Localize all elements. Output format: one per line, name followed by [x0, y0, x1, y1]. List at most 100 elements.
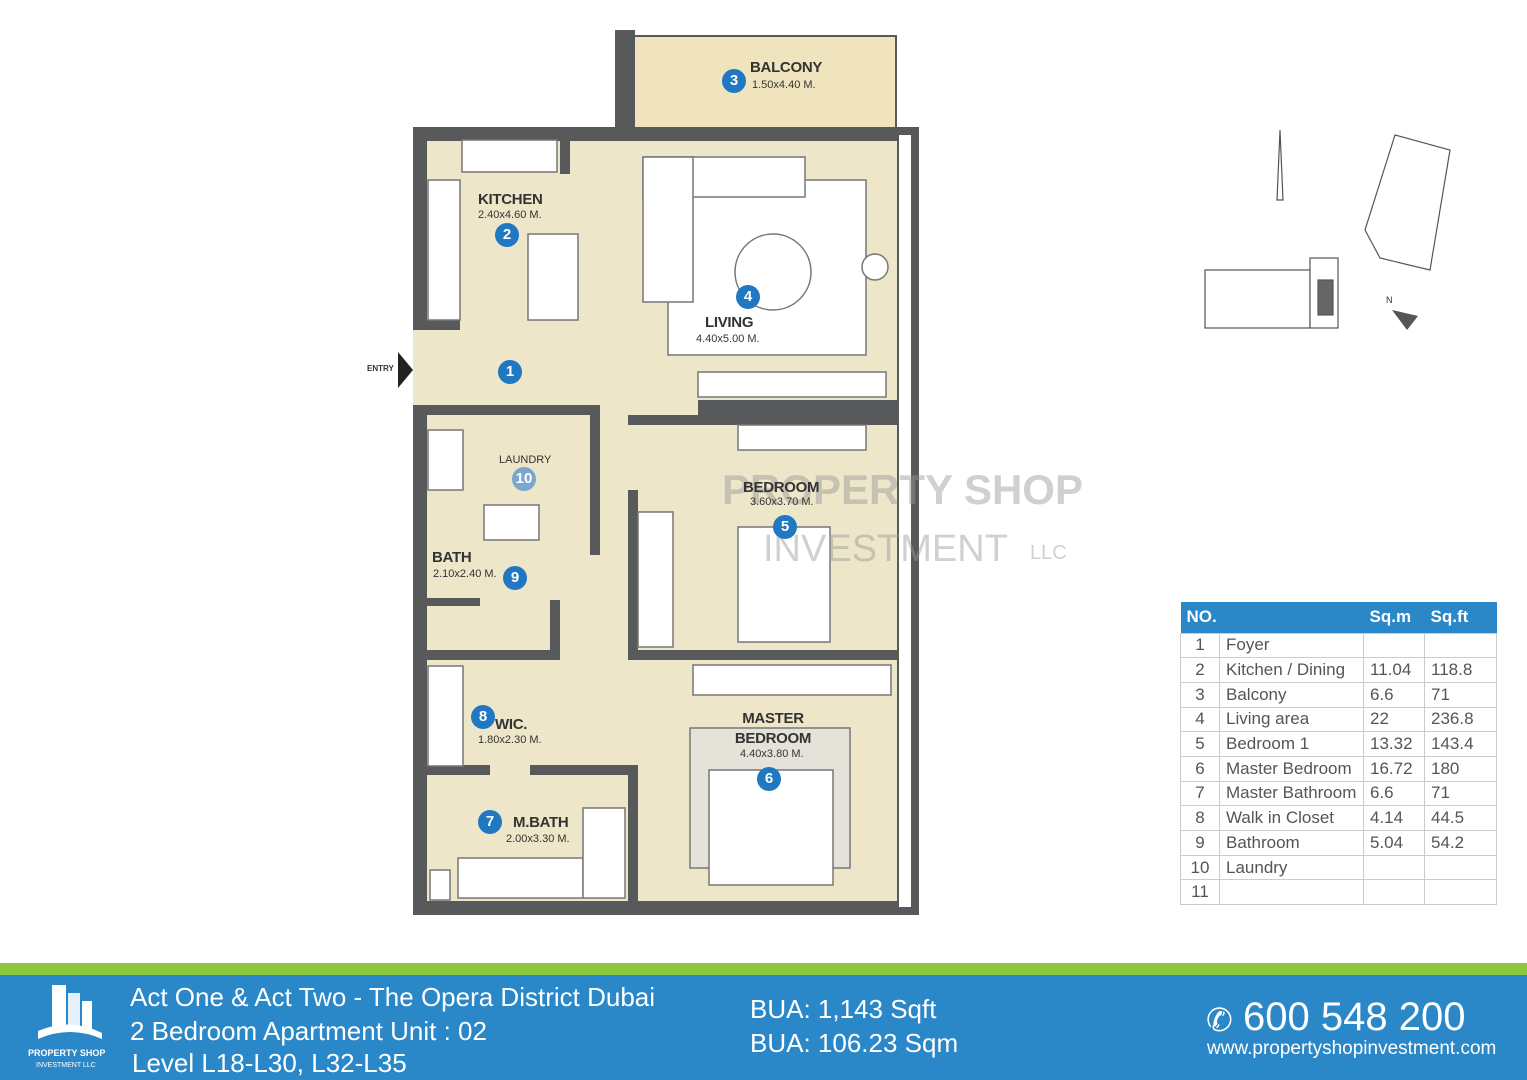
row-sqm: 16.72	[1363, 755, 1425, 782]
room-name-bath: BATH	[432, 549, 472, 566]
row-no: 9	[1180, 830, 1220, 856]
row-sqm: 13.32	[1363, 731, 1425, 757]
row-sqm	[1363, 854, 1425, 881]
room-dims-living: 4.40x5.00 M.	[696, 333, 760, 345]
room-marker-2: 2	[495, 223, 519, 247]
room-marker-5: 5	[773, 515, 797, 539]
row-sqft: 44.5	[1424, 805, 1497, 831]
floor-plan-drawing	[398, 30, 1451, 915]
row-sqm: 6.6	[1363, 780, 1425, 807]
row-sqft	[1424, 854, 1497, 881]
interior-walls	[420, 134, 898, 908]
room-marker-9: 9	[503, 566, 527, 590]
row-no: 11	[1180, 879, 1220, 906]
row-no: 2	[1180, 657, 1220, 683]
room-marker-6: 6	[757, 767, 781, 791]
room-name-living: LIVING	[705, 314, 754, 331]
row-sqm	[1363, 879, 1425, 906]
room-dims-bedroom: 3.60x3.70 M.	[750, 496, 814, 508]
levels: Level L18-L30, L32-L35	[132, 1048, 407, 1078]
row-sqft: 71	[1424, 681, 1497, 708]
row-sqft: 143.4	[1424, 731, 1497, 757]
entry-label: ENTRY	[367, 364, 394, 373]
table-row: 11	[1180, 879, 1497, 906]
footer: PROPERTY SHOP INVESTMENT LLC Act One & A…	[0, 975, 1527, 1080]
bua-sqm: BUA: 106.23 Sqm	[750, 1028, 959, 1058]
website-link[interactable]: www.propertyshopinvestment.com	[1207, 1038, 1497, 1059]
entry-arrow	[398, 352, 413, 388]
row-sqm: 6.6	[1363, 681, 1425, 708]
row-sqm: 22	[1363, 706, 1425, 733]
row-no: 6	[1180, 755, 1220, 782]
north-arrow-icon	[1392, 310, 1418, 330]
phone-icon: ✆	[1206, 1002, 1233, 1038]
room-name-bedroom: BEDROOM	[743, 479, 820, 496]
room-name-balcony: BALCONY	[750, 59, 823, 76]
header-sqm: Sq.m	[1363, 602, 1425, 633]
bua-sqft: BUA: 1,143 Sqft	[750, 994, 937, 1024]
room-marker-7: 7	[478, 810, 502, 834]
project-title: Act One & Act Two - The Opera District D…	[130, 982, 656, 1012]
row-sqm: 11.04	[1363, 657, 1425, 683]
row-sqft: 180	[1424, 755, 1497, 782]
furniture	[427, 139, 892, 901]
row-no: 5	[1180, 731, 1220, 757]
room-marker-4: 4	[736, 285, 760, 309]
row-sqft	[1424, 879, 1497, 906]
row-room: Master Bedroom	[1219, 755, 1364, 782]
room-dims-kitchen: 2.40x4.60 M.	[478, 209, 542, 221]
room-marker-8: 8	[471, 705, 495, 729]
row-room: Laundry	[1219, 854, 1364, 881]
row-room: Master Bathroom	[1219, 780, 1364, 807]
row-no: 3	[1180, 681, 1220, 708]
row-room: Kitchen / Dining	[1219, 657, 1364, 683]
row-room: Living area	[1219, 706, 1364, 733]
room-dims-wic: 1.80x2.30 M.	[478, 734, 542, 746]
key-map	[1204, 129, 1451, 329]
phone-number[interactable]: 600 548 200	[1243, 995, 1466, 1039]
header-room	[1219, 602, 1364, 633]
header-sqft: Sq.ft	[1424, 602, 1497, 633]
row-sqm	[1363, 632, 1425, 659]
row-no: 10	[1180, 854, 1220, 881]
row-sqm: 4.14	[1363, 805, 1425, 831]
room-marker-3: 3	[722, 69, 746, 93]
row-room: Walk in Closet	[1219, 805, 1364, 831]
logo-subtext: INVESTMENT LLC	[36, 1062, 96, 1069]
room-dims-mbath: 2.00x3.30 M.	[506, 833, 570, 845]
row-sqm: 5.04	[1363, 830, 1425, 856]
company-logo-icon	[38, 985, 102, 1039]
watermark: LLC	[1030, 542, 1067, 564]
row-no: 4	[1180, 706, 1220, 733]
watermark: INVESTMENT	[763, 528, 1008, 570]
north-label: N	[1386, 295, 1393, 305]
room-dims-balcony: 1.50x4.40 M.	[752, 79, 816, 91]
room-name-mbath: M.BATH	[513, 814, 569, 831]
row-sqft	[1424, 632, 1497, 659]
room-name-master-bedroom: MASTER BEDROOM	[734, 710, 812, 747]
balcony-area	[627, 35, 897, 129]
room-marker-1: 1	[498, 360, 522, 384]
watermark: PROPERTY SHOP	[722, 466, 1083, 513]
room-dims-bath: 2.10x2.40 M.	[433, 568, 497, 580]
room-name-kitchen: KITCHEN	[478, 191, 543, 208]
room-name-laundry: LAUNDRY	[499, 454, 552, 466]
row-sqft: 71	[1424, 780, 1497, 807]
row-room: Bedroom 1	[1219, 731, 1364, 757]
header-no: NO.	[1180, 602, 1220, 633]
row-sqft: 54.2	[1424, 830, 1497, 856]
room-dims-master-bedroom: 4.40x3.80 M.	[740, 748, 804, 760]
room-name-wic: WIC.	[495, 716, 528, 733]
row-room: Bathroom	[1219, 830, 1364, 856]
room-marker-10: 10	[512, 467, 536, 491]
row-no: 1	[1180, 632, 1220, 659]
row-sqft: 118.8	[1424, 657, 1497, 683]
